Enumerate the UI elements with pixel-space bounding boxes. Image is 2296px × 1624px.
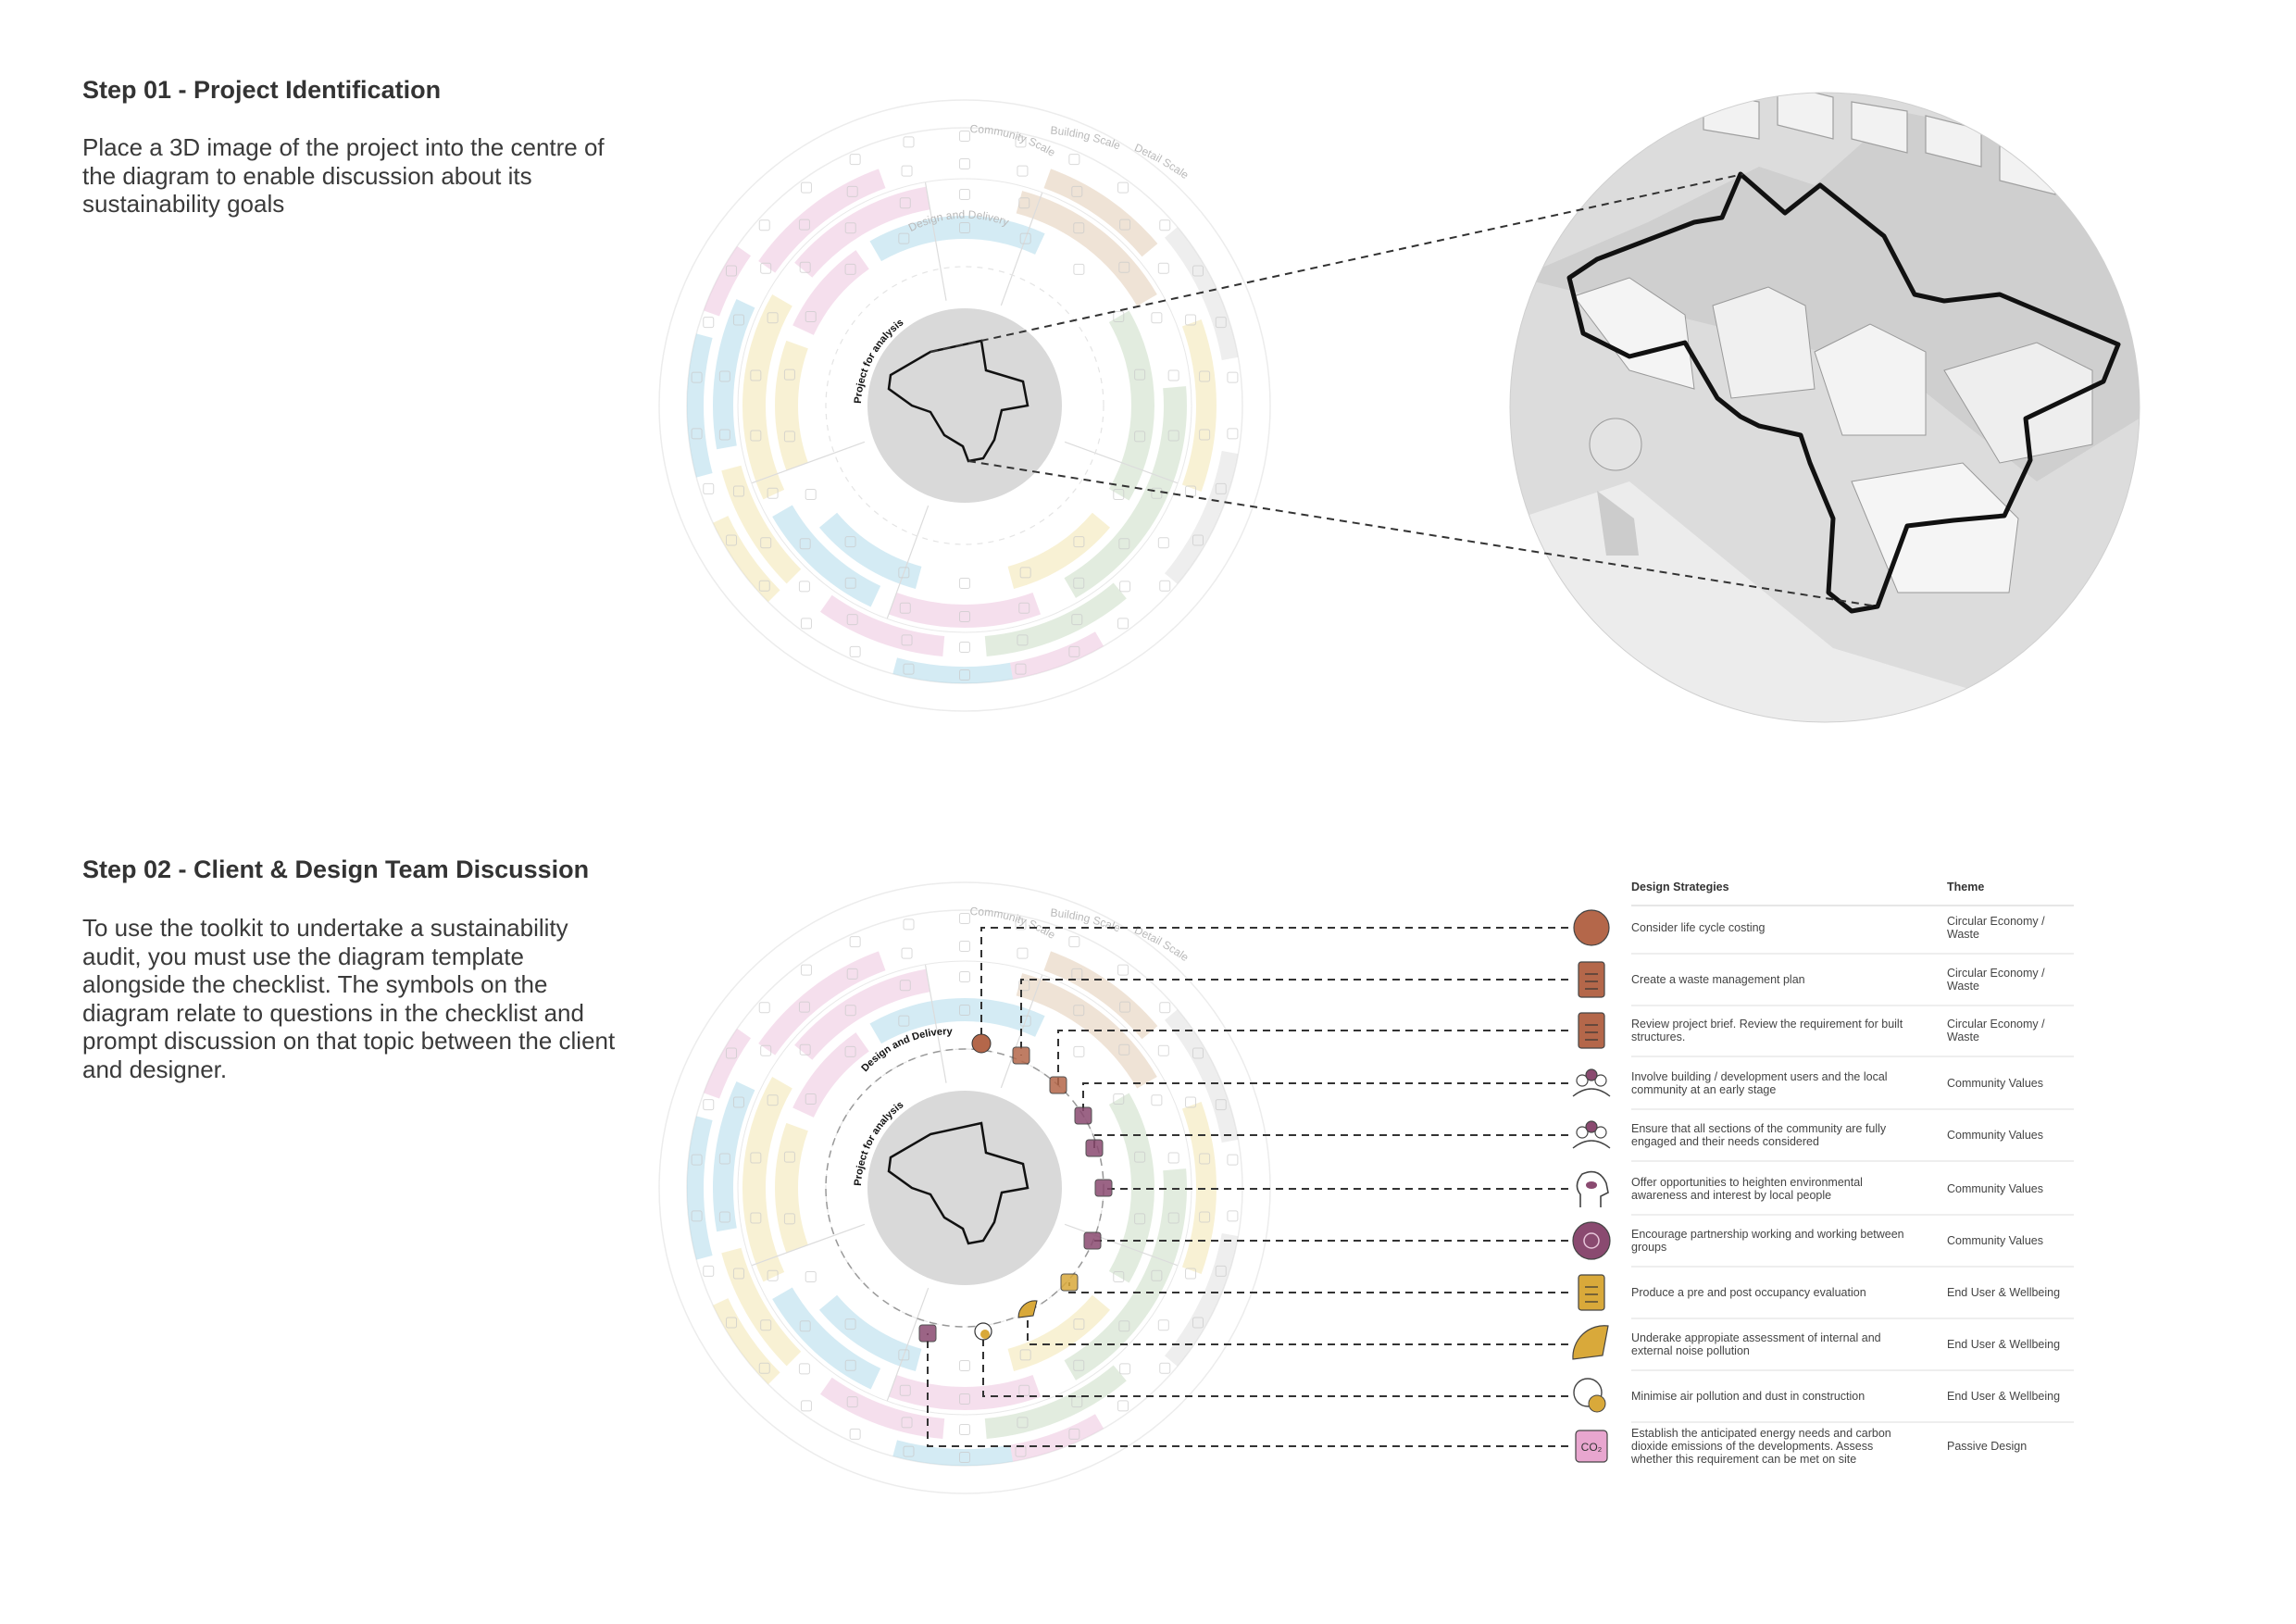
leader-line: [927, 1333, 1568, 1447]
partnership-network-icon: [1083, 1231, 1102, 1250]
evaluation-checklist-icon: [1060, 1273, 1079, 1292]
waste-bin-icon: [1012, 1046, 1030, 1065]
theme-text: Circular Economy /: [1947, 1018, 2045, 1031]
people-group-icon: [1085, 1139, 1104, 1157]
dust-cloud-icon: [974, 1322, 992, 1341]
strategy-text: community at an early stage: [1631, 1083, 1776, 1096]
building-3d-view: [1510, 93, 2140, 722]
svg-text:CO₂: CO₂: [1581, 1441, 1603, 1454]
strategy-text: external noise pollution: [1631, 1344, 1750, 1357]
theme-text: End User & Wellbeing: [1947, 1338, 2060, 1351]
waste-bin-icon: [1578, 961, 1605, 998]
strategy-text: dioxide emissions of the developments. A…: [1631, 1440, 1873, 1453]
theme-text: Community Values: [1947, 1077, 2043, 1090]
theme-text: Passive Design: [1947, 1440, 2027, 1453]
dust-cloud-icon: [1573, 1378, 1606, 1413]
community-people-icon: [1074, 1106, 1092, 1125]
leader-line: [980, 927, 1568, 1043]
theme-text: Community Values: [1947, 1182, 2043, 1195]
highlighted-icons-step2: [918, 1033, 1113, 1343]
ring-label-community-scale: Community Scale: [969, 122, 1057, 159]
strategy-text: Minimise air pollution and dust in const…: [1631, 1390, 1865, 1403]
step2-title: Step 02 - Client & Design Team Discussio…: [82, 856, 590, 883]
strategy-text: Create a waste management plan: [1631, 973, 1805, 986]
ring-label-detail-scale: Detail Scale: [1132, 141, 1192, 181]
clipboard-question-icon: [1049, 1076, 1067, 1094]
leader-line: [1103, 1188, 1568, 1190]
theme-text: Waste: [1947, 980, 1979, 993]
noise-waves-icon: [1017, 1300, 1038, 1318]
theme-text: Waste: [1947, 1031, 1979, 1043]
step1-title: Step 01 - Project Identification: [82, 76, 442, 104]
strategy-text: whether this requirement can be met on s…: [1630, 1453, 1856, 1466]
community-people-icon: [1572, 1068, 1611, 1097]
strategy-text: Produce a pre and post occupancy evaluat…: [1631, 1286, 1866, 1299]
ring-label-detail-scale-2: Detail Scale: [1132, 923, 1192, 964]
theme-text: Community Values: [1947, 1234, 2043, 1247]
head-leaf-icon: [1094, 1179, 1113, 1197]
strategy-text: engaged and their needs considered: [1631, 1135, 1819, 1148]
leader-line: [982, 1331, 1568, 1397]
people-group-icon: [1572, 1120, 1611, 1149]
table-header-theme: Theme: [1947, 881, 1984, 893]
leader-line: [1082, 1082, 1568, 1116]
leader-line: [1027, 1310, 1568, 1345]
center-disc-step2: Project for analysis: [825, 1048, 1104, 1328]
head-leaf-icon: [1576, 1170, 1609, 1207]
copper-circle-icon: [1573, 909, 1610, 946]
callout-lines-step1: [930, 173, 1878, 607]
leader-line: [1093, 1134, 1568, 1148]
co2-energy-icon: CO₂: [1575, 1430, 1608, 1463]
strategy-text: structures.: [1631, 1031, 1685, 1043]
leader-line: [1020, 979, 1568, 1056]
partnership-network-icon: [1572, 1221, 1611, 1260]
strategy-text: Consider life cycle costing: [1631, 921, 1766, 934]
strategy-text: Offer opportunities to heighten environm…: [1631, 1176, 1863, 1189]
clipboard-question-icon: [1578, 1012, 1605, 1049]
evaluation-checklist-icon: [1578, 1274, 1605, 1311]
strategy-text: Review project brief. Review the require…: [1631, 1018, 1903, 1031]
diagram-wheel-step1: [658, 99, 1271, 712]
theme-text: Community Values: [1947, 1129, 2043, 1142]
design-strategies-table: Design Strategies Theme Consider life cy…: [1572, 881, 2074, 1466]
project-outline-icon: [887, 1121, 1029, 1245]
noise-waves-icon: [1572, 1325, 1609, 1360]
project-boundary-outline: [1566, 171, 2121, 614]
leader-line: [1057, 1030, 1568, 1085]
diagram-wheel-step2: [658, 881, 1271, 1494]
co2-energy-icon: [918, 1324, 937, 1343]
table-header-strategies: Design Strategies: [1631, 881, 1729, 893]
strategy-text: awareness and interest by local people: [1631, 1189, 1831, 1202]
ring-label-design-delivery-highlight: Design and Delivery: [859, 1026, 953, 1074]
project-outline-icon: [887, 339, 1029, 463]
strategy-text: Underake appropiate assessment of intern…: [1631, 1331, 1881, 1344]
strategy-text: groups: [1631, 1241, 1666, 1254]
theme-text: Circular Economy /: [1947, 967, 2045, 980]
theme-text: Waste: [1947, 928, 1979, 941]
center-disc-step1: Project for analysis: [853, 308, 1062, 503]
leader-lines-step2: [927, 927, 1568, 1447]
theme-text: End User & Wellbeing: [1947, 1286, 2060, 1299]
ring-label-community-scale-2: Community Scale: [969, 905, 1057, 942]
step2-description: To use the toolkit to undertake a sustai…: [82, 914, 616, 1083]
ring-label-building-scale: Building Scale: [1050, 124, 1123, 153]
strategy-text: Involve building / development users and…: [1631, 1070, 1888, 1083]
theme-text: Circular Economy /: [1947, 915, 2045, 928]
strategy-text: Ensure that all sections of the communit…: [1631, 1122, 1887, 1135]
ring-label-building-scale-2: Building Scale: [1050, 906, 1123, 935]
copper-circle-icon: [971, 1033, 992, 1054]
strategy-text: Establish the anticipated energy needs a…: [1631, 1427, 1891, 1440]
step1-description: Place a 3D image of the project into the…: [82, 133, 605, 218]
strategy-text: Encourage partnership working and workin…: [1631, 1228, 1904, 1241]
theme-text: End User & Wellbeing: [1947, 1390, 2060, 1403]
